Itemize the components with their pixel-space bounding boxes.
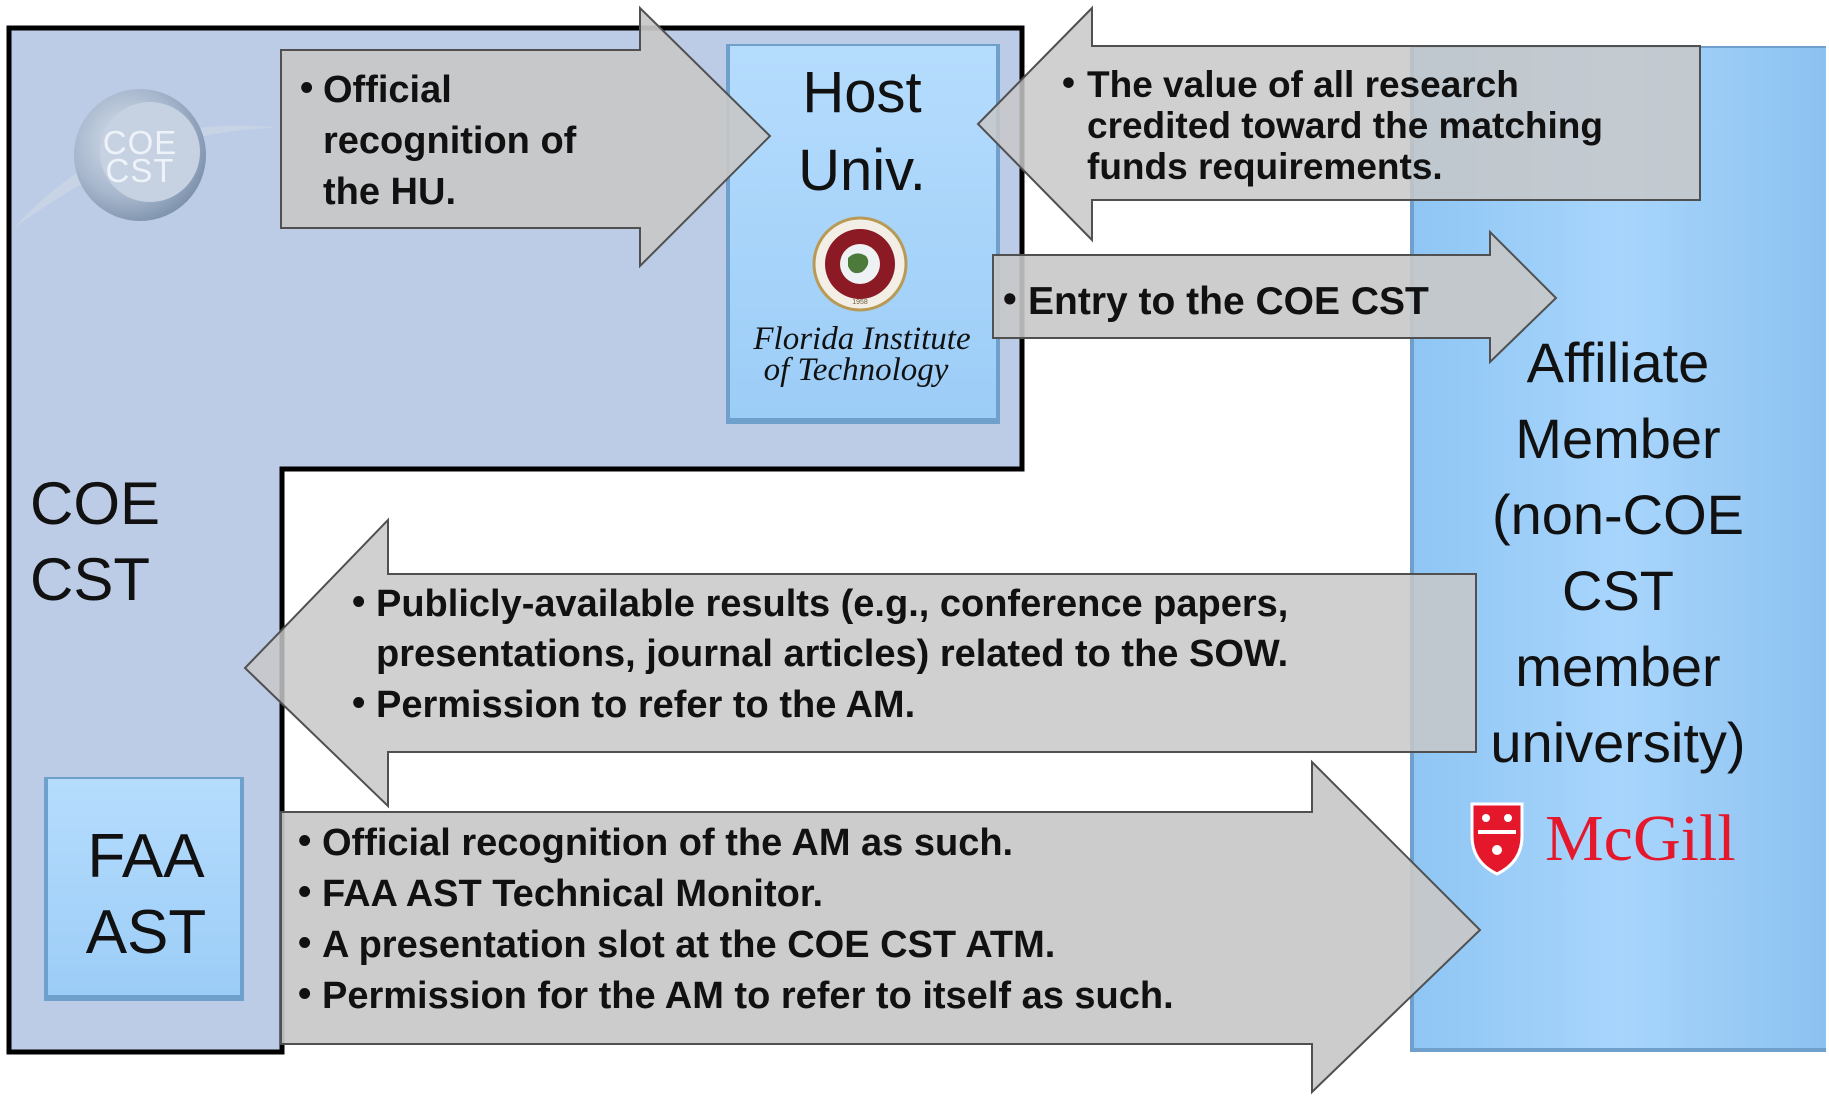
faa-ast-box: FAA AST [44, 777, 244, 1001]
arrow-host-to-am: • Entry to the COE CST [992, 229, 1558, 365]
affiliate-member-box: Affiliate Member (non-COE CST member uni… [1410, 46, 1826, 1052]
bullet: • [298, 922, 311, 964]
coe-logo-line2: CST [106, 152, 175, 189]
fit-seal-icon: 1958 [812, 216, 908, 312]
coe-host-text-1: Official [323, 69, 452, 111]
faa-line2: AST [86, 898, 207, 967]
mcgill-logo-text: McGill [1545, 802, 1736, 875]
affiliate-line-4: CST [1562, 559, 1674, 622]
affiliate-line-1: Affiliate [1527, 331, 1710, 394]
am-coe-text-1b: presentations, journal articles) related… [376, 633, 1288, 675]
bullet: • [298, 871, 311, 913]
arrow-faa-to-am: • Official recognition of the AM as such… [280, 759, 1482, 1095]
coe-host-text-3: the HU. [323, 171, 456, 213]
bullet: • [298, 820, 311, 862]
coe-cst-logo-icon: COE CST [14, 89, 278, 228]
faa-am-text-1: Official recognition of the AM as such. [322, 822, 1013, 864]
coe-host-text-2: recognition of [323, 120, 577, 162]
host-line1: Host [802, 60, 921, 125]
arrow-am-to-coe: • Publicly-available results (e.g., conf… [243, 517, 1477, 809]
arrow-coe-to-host: • Official recognition of the HU. [280, 5, 772, 269]
coe-cst-label-line1: COE [30, 470, 160, 537]
coe-cst-label-line2: CST [30, 546, 150, 613]
bullet: • [300, 67, 313, 109]
affiliate-line-5: member [1515, 635, 1720, 698]
seal-year: 1958 [852, 299, 868, 306]
faa-am-text-2: FAA AST Technical Monitor. [322, 873, 823, 915]
host-line2: Univ. [798, 138, 926, 203]
host-university-box: Host Univ. 1958 Florida Institute of Tec… [726, 44, 1000, 424]
am-host-text-3: funds requirements. [1087, 146, 1443, 187]
faa-am-text-3: A presentation slot at the COE CST ATM. [322, 924, 1055, 966]
faa-am-text-4: Permission for the AM to refer to itself… [322, 975, 1174, 1017]
am-host-text-2: credited toward the matching [1087, 105, 1603, 146]
bullet: • [352, 581, 365, 623]
host-am-text-1: Entry to the COE CST [1028, 280, 1429, 323]
affiliate-line-6: university) [1490, 711, 1745, 774]
bullet: • [352, 682, 365, 724]
am-host-text-1: The value of all research [1087, 64, 1519, 105]
faa-line1: FAA [87, 822, 205, 891]
host-name-line1: Florida Institute [752, 321, 970, 357]
host-name-line2: of Technology [764, 352, 949, 388]
am-coe-text-1a: Publicly-available results (e.g., confer… [376, 583, 1288, 625]
affiliate-line-2: Member [1515, 407, 1720, 470]
coe-logo-line1: COE [103, 124, 178, 161]
am-coe-text-2: Permission to refer to the AM. [376, 684, 915, 726]
bullet: • [1062, 62, 1075, 103]
bullet: • [298, 973, 311, 1015]
affiliate-line-3: (non-COE [1492, 483, 1744, 546]
arrow-am-to-host: • The value of all research credited tow… [976, 5, 1701, 243]
mcgill-shield-icon [1470, 802, 1524, 876]
bullet: • [1003, 278, 1017, 321]
